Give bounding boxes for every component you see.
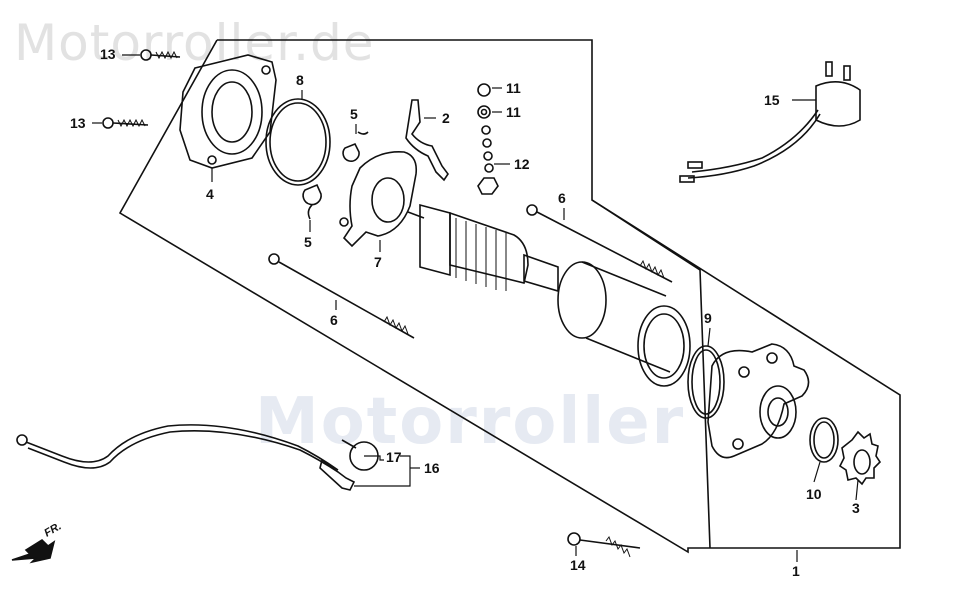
callout-4: 4 (206, 186, 214, 202)
motor-sub-boundary (591, 199, 711, 549)
watermark-top: Motorroller.de (14, 14, 375, 72)
callout-6-lower: 6 (330, 312, 338, 328)
part-17-terminal-cap (341, 439, 379, 471)
callout-12: 12 (514, 156, 530, 172)
callout-6-upper: 6 (558, 190, 566, 206)
callout-9: 9 (704, 310, 712, 326)
part-15-starter-relay (679, 61, 861, 183)
callout-14: 14 (570, 557, 586, 573)
part-10-snap-ring (809, 417, 839, 463)
part-14-bolt (567, 532, 641, 558)
callout-5-lower: 5 (304, 234, 312, 250)
part-13-bolt-lower (102, 117, 149, 129)
callout-11-lower: 11 (506, 104, 521, 120)
callout-16: 16 (424, 460, 440, 476)
part-3-pinion-gear (838, 430, 882, 486)
part-5-brush-lower (302, 183, 322, 220)
part-6-through-bolt-upper (526, 204, 673, 283)
front-cover (707, 343, 810, 459)
part-13-bolt-upper (140, 49, 181, 61)
yoke-housing (557, 261, 691, 387)
callout-17: 17 (386, 449, 402, 465)
front-direction-arrow (11, 538, 56, 564)
callout-1: 1 (792, 563, 800, 579)
callout-10: 10 (806, 486, 822, 502)
starter-cable (16, 424, 356, 491)
part-11-nuts (477, 83, 491, 119)
callout-7: 7 (374, 254, 382, 270)
part-7-brush-holder (339, 151, 418, 248)
part-6-through-bolt-lower (268, 253, 415, 339)
leader-lines (92, 54, 859, 562)
callout-5-upper: 5 (350, 106, 358, 122)
armature (407, 203, 559, 293)
callout-8: 8 (296, 72, 304, 88)
callout-15: 15 (764, 92, 780, 108)
part-8-o-ring (265, 98, 331, 186)
assembly-boundary (118, 39, 901, 554)
callout-13-lower: 13 (70, 115, 86, 131)
callout-2: 2 (442, 110, 450, 126)
part-9-o-ring (687, 345, 725, 419)
part-2-terminal (405, 99, 449, 182)
callout-13-upper: 13 (100, 46, 116, 62)
callout-11-upper: 11 (506, 80, 521, 96)
part-5-brush-upper (342, 131, 369, 162)
part-12-washer-stack (477, 125, 499, 195)
callout-3: 3 (852, 500, 860, 516)
part-4-end-cover (179, 54, 277, 169)
